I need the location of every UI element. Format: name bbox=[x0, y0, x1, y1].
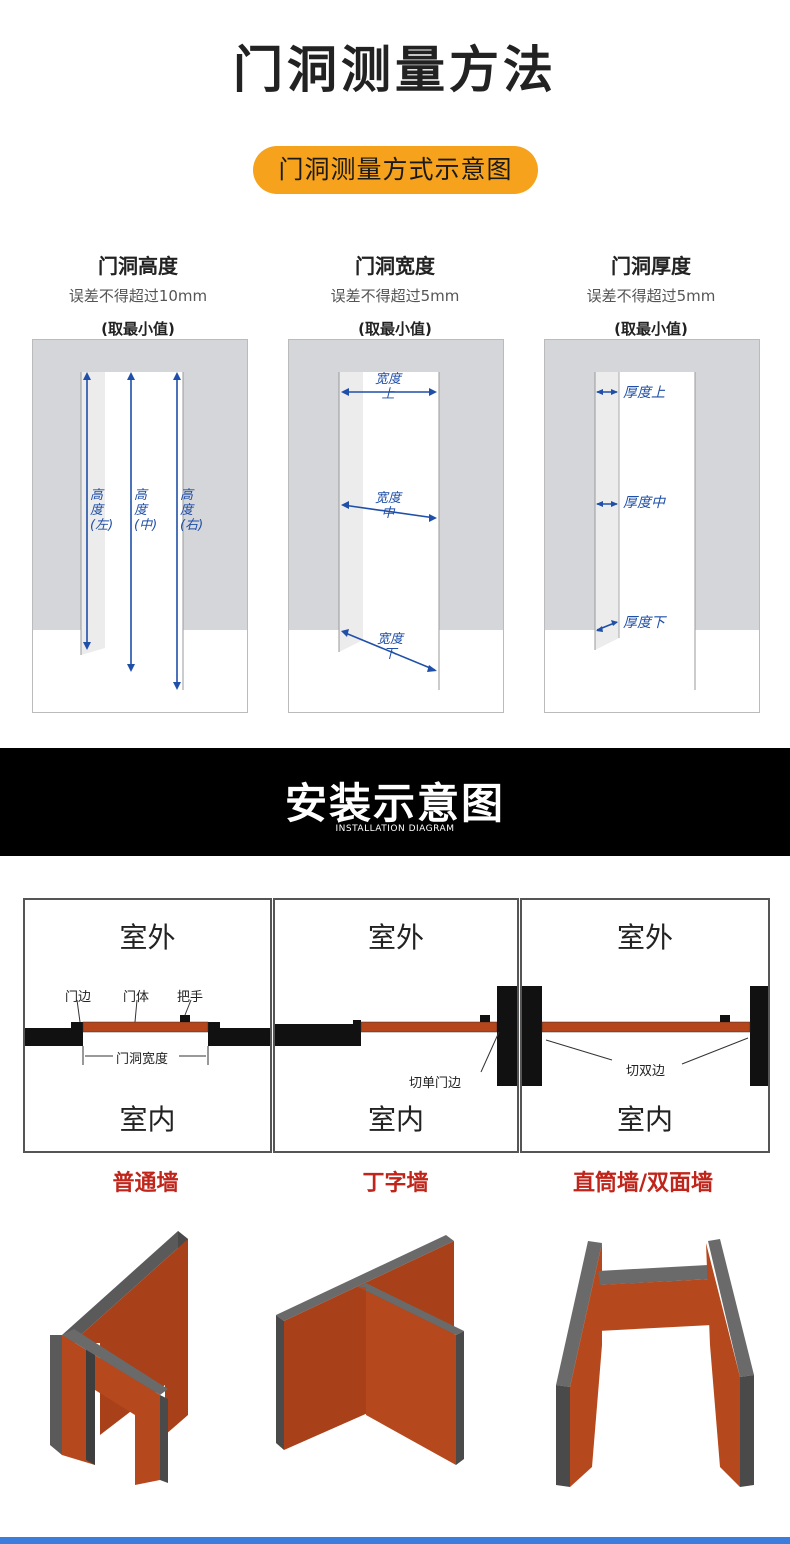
thickness-column-header: 门洞厚度 误差不得超过5mm (取最小值) bbox=[531, 250, 771, 339]
width-label-bottom: 宽度下 bbox=[376, 632, 403, 662]
wall-type-straight: 直筒墙/双面墙 bbox=[572, 1171, 714, 1196]
installation-title: 安装示意图 bbox=[284, 779, 505, 828]
width-diagram: 宽度上 宽度中 宽度下 bbox=[288, 339, 504, 713]
inside-label: 室内 bbox=[119, 1103, 176, 1136]
door-body-label: 门体 bbox=[123, 990, 150, 1005]
height-heading: 门洞高度 bbox=[98, 254, 178, 278]
handle-label: 把手 bbox=[177, 990, 204, 1005]
opening-width-label: 门洞宽度 bbox=[116, 1052, 169, 1067]
width-column-header: 门洞宽度 误差不得超过5mm (取最小值) bbox=[275, 250, 515, 339]
page-title: 门洞测量方法 bbox=[233, 41, 557, 99]
inside-label: 室内 bbox=[367, 1103, 424, 1136]
thickness-label-middle: 厚度中 bbox=[623, 495, 665, 511]
straight-wall-3d bbox=[556, 1239, 754, 1487]
thickness-diagram: 厚度上 厚度中 厚度下 bbox=[544, 339, 760, 713]
width-heading: 门洞宽度 bbox=[355, 254, 435, 278]
width-note: (取最小值) bbox=[358, 320, 432, 338]
thickness-note: (取最小值) bbox=[614, 320, 688, 338]
height-tolerance: 误差不得超过10mm bbox=[68, 287, 208, 305]
thickness-heading: 门洞厚度 bbox=[611, 254, 691, 278]
footer-stripe bbox=[0, 1537, 790, 1544]
height-diagram: 高度(左) 高度(中) 高度(右) bbox=[32, 339, 248, 713]
section-pill: 门洞测量方式示意图 bbox=[253, 146, 538, 194]
install-normal-wall: 室外 室内 门边 门体 把手 门洞宽度 bbox=[23, 898, 272, 1153]
thickness-label-top: 厚度上 bbox=[623, 385, 665, 401]
width-label-top: 宽度上 bbox=[374, 372, 401, 402]
normal-wall-3d bbox=[50, 1231, 188, 1485]
outside-label: 室外 bbox=[616, 921, 673, 954]
cut-single-edge-label: 切单门边 bbox=[409, 1076, 462, 1091]
height-label-right: 高度(右) bbox=[180, 488, 204, 533]
width-tolerance: 误差不得超过5mm bbox=[330, 287, 460, 305]
install-straight-wall: 室外 室内 切双边 bbox=[520, 898, 770, 1153]
thickness-tolerance: 误差不得超过5mm bbox=[586, 287, 716, 305]
installation-banner: 安装示意图 INSTALLATION DIAGRAM bbox=[0, 748, 790, 856]
height-note: (取最小值) bbox=[101, 320, 175, 338]
door-edge-label: 门边 bbox=[65, 990, 92, 1005]
t-wall-3d bbox=[276, 1235, 464, 1465]
outside-label: 室外 bbox=[119, 921, 176, 954]
cut-double-edge-label: 切双边 bbox=[626, 1064, 666, 1079]
width-label-middle: 宽度中 bbox=[374, 491, 401, 521]
height-label-left: 高度(左) bbox=[90, 488, 114, 533]
inside-label: 室内 bbox=[616, 1103, 673, 1136]
height-column-header: 门洞高度 误差不得超过10mm (取最小值) bbox=[18, 250, 258, 339]
thickness-label-bottom: 厚度下 bbox=[623, 615, 665, 631]
height-label-middle: 高度(中) bbox=[134, 488, 158, 533]
install-t-wall: 室外 室内 切单门边 bbox=[273, 898, 519, 1153]
outside-label: 室外 bbox=[367, 921, 424, 954]
wall-type-normal: 普通墙 bbox=[112, 1171, 179, 1196]
wall-type-t: 丁字墙 bbox=[362, 1171, 429, 1196]
installation-subtitle: INSTALLATION DIAGRAM bbox=[335, 824, 455, 834]
